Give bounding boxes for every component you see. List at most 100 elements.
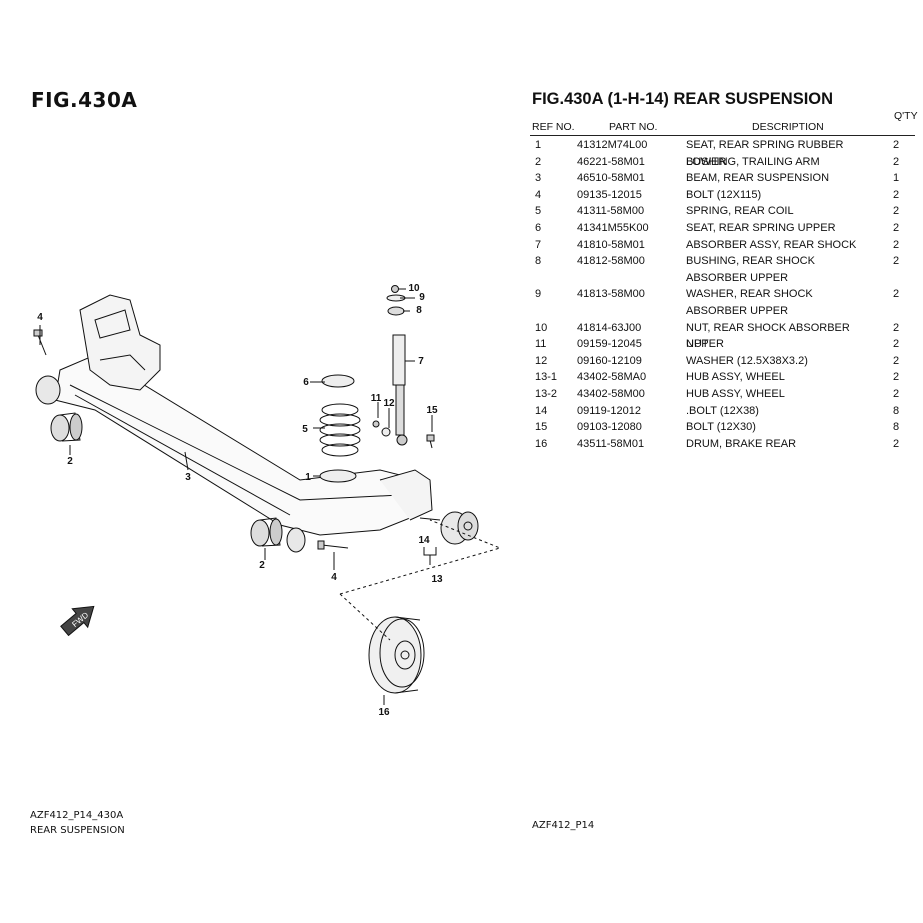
desc-column-header: DESCRIPTION — [752, 121, 824, 133]
ref-cell: 16 — [535, 437, 548, 450]
description-cell: BOLT (12X115) — [686, 188, 762, 201]
description-cell: SEAT, REAR SPRING RUBBER LOWER — [686, 139, 844, 168]
footer-code: AZF412_P14_430A — [30, 810, 124, 821]
qty-cell: 2 — [893, 155, 900, 168]
callout-number: 5 — [302, 424, 308, 435]
qty-cell: 2 — [893, 221, 900, 234]
qty-cell: 8 — [893, 404, 900, 417]
shock-upper-bushing — [387, 306, 405, 316]
nut-11 — [372, 420, 380, 428]
callout-number: 13 — [431, 574, 443, 585]
description-cell: BOLT (12X30) — [686, 421, 756, 434]
callout-number: 6 — [303, 377, 309, 388]
ref-cell: 2 — [535, 155, 542, 168]
ref-cell: 5 — [535, 205, 542, 218]
part-number-cell: 41341M55K00 — [577, 221, 649, 234]
figure-label: FIG.430A — [31, 88, 138, 112]
description-cell: .BOLT (12X38) — [686, 404, 759, 417]
part-number-cell: 43402-58MA0 — [577, 371, 647, 384]
part-number-cell: 09103-12080 — [577, 421, 642, 434]
description-cell: SPRING, REAR COIL — [686, 205, 794, 218]
footer-section: REAR SUSPENSION — [30, 825, 125, 836]
callout-number: 2 — [259, 560, 265, 571]
washer-12 — [381, 427, 391, 437]
ref-cell: 8 — [535, 255, 542, 268]
ref-column-header: REF NO. — [532, 121, 575, 133]
part-number-cell: 09135-12015 — [577, 188, 642, 201]
callout-number: 4 — [37, 312, 43, 323]
description-cell: DRUM, BRAKE REAR — [686, 437, 797, 450]
header-divider — [530, 135, 915, 136]
callout-number: 7 — [418, 356, 424, 367]
brake-drum — [368, 616, 425, 694]
description-cell: BUSHING, REAR SHOCK ABSORBER UPPER — [686, 255, 815, 284]
qty-cell: 2 — [893, 354, 900, 367]
shock-absorber — [392, 334, 408, 446]
ref-cell: 14 — [535, 404, 548, 417]
part-number-cell: 09159-12045 — [577, 338, 642, 351]
qty-column-header: Q'TY — [894, 110, 918, 122]
callout-number: 8 — [416, 305, 422, 316]
description-cell: BUSHING, TRAILING ARM — [686, 155, 820, 168]
coil-spring — [319, 403, 361, 457]
qty-cell: 8 — [893, 421, 900, 434]
spring-upper-seat — [321, 374, 355, 388]
description-cell: ABSORBER ASSY, REAR SHOCK — [686, 238, 857, 251]
qty-cell: 2 — [893, 238, 900, 251]
ref-cell: 15 — [535, 421, 548, 434]
qty-cell: 2 — [893, 139, 900, 151]
wheel-hub — [440, 511, 479, 545]
ref-cell: 13-1 — [535, 371, 558, 384]
ref-cell: 4 — [535, 188, 542, 201]
part-number-cell: 41311-58M00 — [577, 205, 645, 218]
callout-number: 2 — [67, 456, 73, 467]
description-cell: WASHER, REAR SHOCK ABSORBER UPPER — [686, 288, 813, 317]
rear-suspension-beam — [54, 354, 431, 536]
callout-number: 4 — [331, 572, 337, 583]
qty-cell: 2 — [893, 387, 900, 400]
description-cell: NUT — [686, 338, 709, 351]
part-number-cell: 41814-63J00 — [577, 321, 642, 334]
callout-number: 10 — [408, 283, 420, 294]
callout-number: 1 — [305, 472, 311, 483]
parts-row: 2 46221-58M01 BUSHING, TRAILING ARM 2 — [532, 154, 912, 171]
table-title: FIG.430A (1-H-14) REAR SUSPENSION — [532, 90, 834, 108]
qty-cell: 2 — [893, 255, 900, 268]
left-bushing — [50, 412, 83, 442]
right-bushing — [250, 517, 283, 547]
parts-row: 8 41812-58M00 BUSHING, REAR SHOCK ABSORBER… — [532, 253, 912, 286]
callout-number: 11 — [371, 393, 382, 404]
part-number-cell: 41810-58M01 — [577, 238, 645, 251]
fwd-arrow-icon: FWD — [60, 605, 95, 637]
description-cell: HUB ASSY, WHEEL — [686, 387, 785, 400]
ref-cell: 9 — [535, 288, 542, 301]
part-column-header: PART NO. — [609, 121, 658, 133]
description-cell: NUT, REAR SHOCK ABSORBER UPPER — [686, 321, 850, 351]
part-number-cell: 41312M74L00 — [577, 139, 648, 151]
qty-cell: 2 — [893, 371, 900, 384]
hub-bolt-14 — [419, 517, 441, 521]
left-bolt — [33, 329, 47, 356]
qty-cell: 2 — [893, 437, 900, 450]
part-number-cell: 46221-58M01 — [577, 155, 645, 168]
shock-upper-nut — [391, 285, 399, 293]
ref-cell: 3 — [535, 172, 542, 185]
qty-cell: 2 — [893, 288, 900, 301]
part-number-cell: 41812-58M00 — [577, 255, 645, 268]
callout-number: 9 — [419, 292, 425, 303]
qty-cell: 2 — [893, 338, 900, 351]
